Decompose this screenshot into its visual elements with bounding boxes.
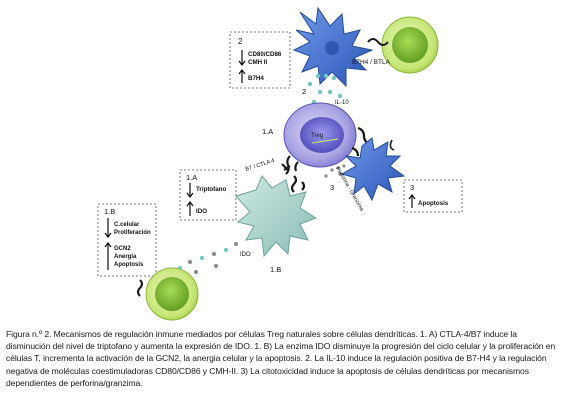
box-1b-line1: C.celular: [114, 222, 140, 228]
box-1a-line1: Triptofano: [196, 186, 226, 193]
treg-inner-arrow: [311, 138, 339, 144]
box-2-line1: CD80/CD86: [248, 51, 282, 58]
il10-dots: [307, 73, 343, 105]
box-1b-line5: Apoptosis: [114, 262, 144, 268]
box-2-line3: B7H4: [248, 75, 264, 82]
box-1a-line2: IDO: [196, 208, 207, 215]
figure-caption: Figura n.º 2. Mecanismos de regulación i…: [6, 329, 556, 388]
arrow-up-icon: [104, 242, 112, 270]
box-3-line1: Apoptosis: [418, 200, 449, 207]
label-ido: IDO: [240, 252, 251, 258]
dendritic-cell-top: [292, 6, 374, 88]
label-b7-ctla4: B7 / CTLA 4: [245, 158, 276, 173]
tcell-bottom-left: [137, 267, 199, 321]
box-1b-line4: Anergia: [114, 254, 137, 260]
box-2-line2: CMH II: [248, 59, 268, 66]
box-1b-line2: Proliferación: [114, 230, 151, 236]
box-3-number: 3: [410, 183, 414, 192]
arrow-up-icon: [186, 201, 194, 216]
label-2-mid: 2: [302, 87, 306, 96]
dendritic-cell-right: [340, 137, 406, 202]
label-1b-mid: 1.B: [270, 265, 281, 274]
box-2: 2 CD80/CD86 CMH II B7H4: [229, 31, 291, 89]
label-b7h4-btla: B7H4 / BTLA: [352, 59, 391, 66]
box-1a-number: 1.A: [186, 173, 197, 182]
box-2-number: 2: [238, 37, 243, 46]
arrow-down-icon: [104, 218, 112, 238]
box-1a: 1.A Triptofano IDO: [179, 169, 237, 221]
b7h4-btla-receptor: [367, 38, 389, 46]
tcell-top-right: [381, 16, 439, 74]
box-1b-number: 1.B: [104, 207, 115, 216]
label-1a-mid: 1.A: [262, 127, 273, 136]
arrow-up-icon: [408, 194, 416, 208]
treg-cell: Treg: [283, 102, 357, 168]
arrow-down-icon: [238, 50, 246, 66]
box-1b-line3: GCN2: [114, 246, 131, 252]
label-3-mid: 3: [330, 183, 334, 192]
arrow-down-icon: [186, 183, 194, 198]
box-3: 3 Apoptosis: [403, 179, 463, 213]
treg-center-label: Treg: [311, 133, 323, 139]
label-il10: IL-10: [335, 100, 349, 106]
arrow-up-icon: [238, 69, 246, 83]
dc-receptors: [290, 175, 306, 193]
box-1b: 1.B C.celular Proliferación GCN2 Anergia…: [97, 203, 157, 277]
dendritic-cell-teal: [235, 175, 318, 258]
